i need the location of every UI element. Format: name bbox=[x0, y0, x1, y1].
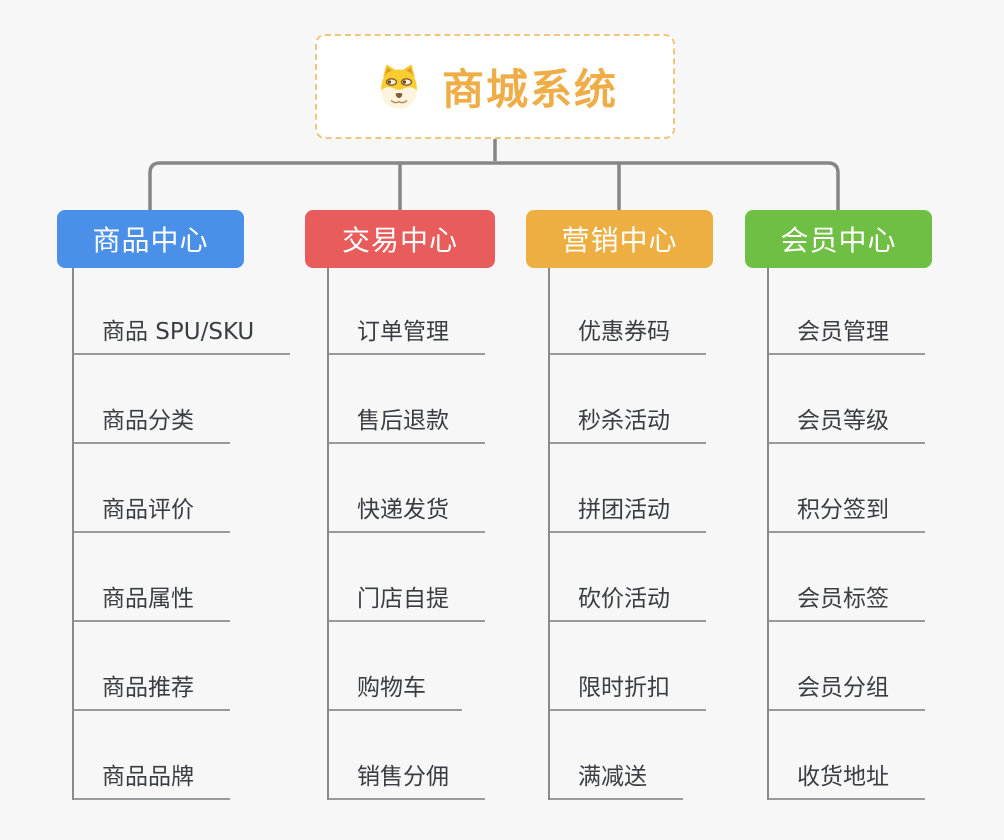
leaf-label: 会员标签 bbox=[767, 579, 925, 622]
leaf-node[interactable]: 销售分佣 bbox=[327, 711, 555, 800]
leaf-label: 会员等级 bbox=[767, 401, 925, 444]
leaf-label: 拼团活动 bbox=[548, 490, 706, 533]
leaf-label: 限时折扣 bbox=[548, 668, 706, 711]
leaf-label: 购物车 bbox=[327, 668, 462, 711]
leaf-label: 积分签到 bbox=[767, 490, 925, 533]
leaf-label: 商品 SPU/SKU bbox=[72, 312, 291, 355]
leaf-label: 销售分佣 bbox=[327, 757, 485, 800]
root-node[interactable]: 商城系统 bbox=[315, 34, 675, 139]
leaf-node[interactable]: 积分签到 bbox=[767, 444, 995, 533]
leaf-label: 商品推荐 bbox=[72, 668, 230, 711]
leaf-node[interactable]: 秒杀活动 bbox=[548, 355, 776, 444]
branch-column-trade: 交易中心 订单管理 售后退款 快递发货 门店自提 购物车 销售分佣 bbox=[305, 210, 555, 800]
leaf-node[interactable]: 会员分组 bbox=[767, 622, 995, 711]
leaf-node[interactable]: 优惠券码 bbox=[548, 268, 776, 355]
branch-leaves-marketing: 优惠券码 秒杀活动 拼团活动 砍价活动 限时折扣 满减送 bbox=[548, 268, 776, 800]
branch-column-marketing: 营销中心 优惠券码 秒杀活动 拼团活动 砍价活动 限时折扣 满减送 bbox=[526, 210, 776, 800]
leaf-label: 会员分组 bbox=[767, 668, 925, 711]
leaf-label: 商品分类 bbox=[72, 401, 230, 444]
leaf-node[interactable]: 砍价活动 bbox=[548, 533, 776, 622]
leaf-label: 砍价活动 bbox=[548, 579, 706, 622]
leaf-node[interactable]: 限时折扣 bbox=[548, 622, 776, 711]
leaf-label: 收货地址 bbox=[767, 757, 925, 800]
branch-column-product: 商品中心 商品 SPU/SKU 商品分类 商品评价 商品属性 商品推荐 商品品牌 bbox=[57, 210, 307, 800]
leaf-node[interactable]: 商品评价 bbox=[72, 444, 307, 533]
leaf-label: 会员管理 bbox=[767, 312, 925, 355]
branch-leaves-member: 会员管理 会员等级 积分签到 会员标签 会员分组 收货地址 bbox=[767, 268, 995, 800]
branch-leaves-product: 商品 SPU/SKU 商品分类 商品评价 商品属性 商品推荐 商品品牌 bbox=[72, 268, 307, 800]
leaf-node[interactable]: 商品推荐 bbox=[72, 622, 307, 711]
leaf-node[interactable]: 会员标签 bbox=[767, 533, 995, 622]
branch-node-product[interactable]: 商品中心 bbox=[57, 210, 244, 268]
branch-column-member: 会员中心 会员管理 会员等级 积分签到 会员标签 会员分组 收货地址 bbox=[745, 210, 995, 800]
leaf-node[interactable]: 会员管理 bbox=[767, 268, 995, 355]
leaf-label: 门店自提 bbox=[327, 579, 485, 622]
leaf-label: 快递发货 bbox=[327, 490, 485, 533]
leaf-node[interactable]: 购物车 bbox=[327, 622, 555, 711]
dog-face-icon bbox=[381, 64, 417, 109]
leaf-node[interactable]: 商品 SPU/SKU bbox=[72, 268, 307, 355]
leaf-node[interactable]: 拼团活动 bbox=[548, 444, 776, 533]
branch-rail-line bbox=[148, 161, 840, 210]
leaf-node[interactable]: 快递发货 bbox=[327, 444, 555, 533]
leaf-node[interactable]: 收货地址 bbox=[767, 711, 995, 800]
leaf-node[interactable]: 售后退款 bbox=[327, 355, 555, 444]
leaf-label: 售后退款 bbox=[327, 401, 485, 444]
leaf-label: 优惠券码 bbox=[548, 312, 706, 355]
leaf-label: 满减送 bbox=[548, 757, 683, 800]
leaf-label: 商品属性 bbox=[72, 579, 230, 622]
branch-node-trade[interactable]: 交易中心 bbox=[305, 210, 495, 268]
root-title: 商城系统 bbox=[441, 65, 618, 114]
leaf-node[interactable]: 满减送 bbox=[548, 711, 776, 800]
leaf-node[interactable]: 商品属性 bbox=[72, 533, 307, 622]
branch-leaves-trade: 订单管理 售后退款 快递发货 门店自提 购物车 销售分佣 bbox=[327, 268, 555, 800]
leaf-label: 商品品牌 bbox=[72, 757, 230, 800]
branch-node-member[interactable]: 会员中心 bbox=[745, 210, 932, 268]
leaf-node[interactable]: 商品分类 bbox=[72, 355, 307, 444]
leaf-label: 秒杀活动 bbox=[548, 401, 706, 444]
leaf-label: 商品评价 bbox=[72, 490, 230, 533]
leaf-label: 订单管理 bbox=[327, 312, 485, 355]
leaf-node[interactable]: 商品品牌 bbox=[72, 711, 307, 800]
leaf-node[interactable]: 订单管理 bbox=[327, 268, 555, 355]
leaf-node[interactable]: 会员等级 bbox=[767, 355, 995, 444]
leaf-node[interactable]: 门店自提 bbox=[327, 533, 555, 622]
branch-node-marketing[interactable]: 营销中心 bbox=[526, 210, 713, 268]
